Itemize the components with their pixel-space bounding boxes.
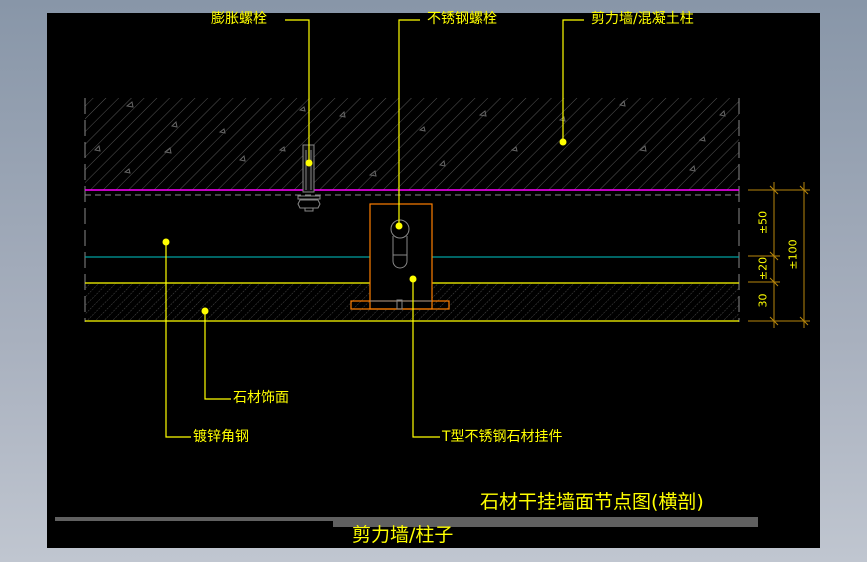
section-drawing <box>55 19 810 527</box>
leader-lines <box>165 19 584 438</box>
t-hanger-shape <box>350 203 450 310</box>
title-underline-thin <box>55 517 351 521</box>
cad-drawing-canvas <box>47 13 820 548</box>
leader-dots <box>162 138 567 315</box>
dimension-50: ±50 <box>756 210 770 235</box>
label-t-hanger: T型不锈钢石材挂件 <box>442 429 563 445</box>
expansion-bolt-shape <box>297 144 321 212</box>
dimension-lines <box>748 182 810 328</box>
label-stone-face: 石材饰面 <box>233 390 289 406</box>
label-expansion-bolt: 膨胀螺栓 <box>211 11 267 27</box>
dimension-20: ±20 <box>756 256 770 281</box>
dimension-30: 30 <box>756 293 770 308</box>
drawing-subtitle: 剪力墙/柱子 <box>352 524 454 546</box>
drawing-title: 石材干挂墙面节点图(横剖) <box>480 491 704 513</box>
label-stainless-bolt: 不锈钢螺栓 <box>427 11 497 27</box>
dimension-100: ±100 <box>786 239 800 270</box>
label-galvanized-angle: 镀锌角钢 <box>193 429 249 445</box>
title-underline-thick <box>333 517 758 527</box>
concrete-wall <box>85 98 739 190</box>
label-shear-wall: 剪力墙/混凝土柱 <box>591 11 694 27</box>
